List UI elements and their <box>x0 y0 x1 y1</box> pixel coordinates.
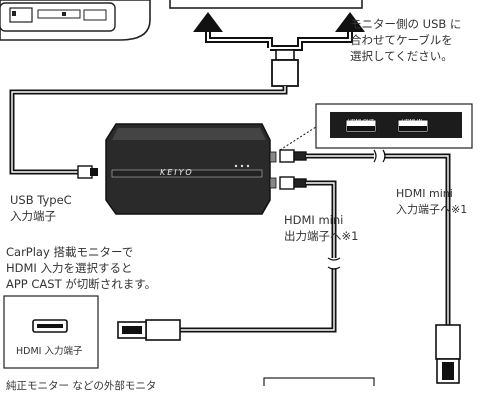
bottom-note: 純正モニター などの外部モニタ <box>6 380 157 392</box>
hdmi-input-box <box>3 295 99 369</box>
monitor-box <box>169 0 363 9</box>
keiyo-device <box>105 123 277 215</box>
connection-diagram <box>0 0 473 386</box>
device-logo: KEIYO <box>160 168 194 177</box>
monitor-usb-note: モニター側の USB に 合わせてケーブルを 選択してください。 <box>350 17 462 63</box>
hdmi-mini-out-label: HDMI mini 出力端子へ※1 <box>284 213 359 243</box>
usb-typec-label: USB TypeC 入力端子 <box>10 193 72 223</box>
hdmi-mini-in-label: HDMI mini 入力端子へ※1 <box>396 187 468 216</box>
port-inset <box>315 103 473 149</box>
usb-c-connector <box>77 165 93 179</box>
usb-plug <box>271 49 299 87</box>
cable-break-marks <box>327 149 386 270</box>
hdmi-mini-plugs <box>279 149 307 190</box>
port-label-in: HDMI IN <box>402 119 423 125</box>
hdmi-plug-left <box>117 319 181 341</box>
car-stereo-illustration <box>0 0 151 41</box>
hdmi-input-box-label: HDMI 入力端子 <box>16 346 83 357</box>
monitor-arrows <box>193 12 365 32</box>
port-label-out: HDMI OUT <box>348 119 374 125</box>
hdmi-plug-right <box>435 324 461 384</box>
carplay-note: CarPlay 搭載モニターで HDMI 入力を選択すると APP CAST が… <box>6 245 157 291</box>
